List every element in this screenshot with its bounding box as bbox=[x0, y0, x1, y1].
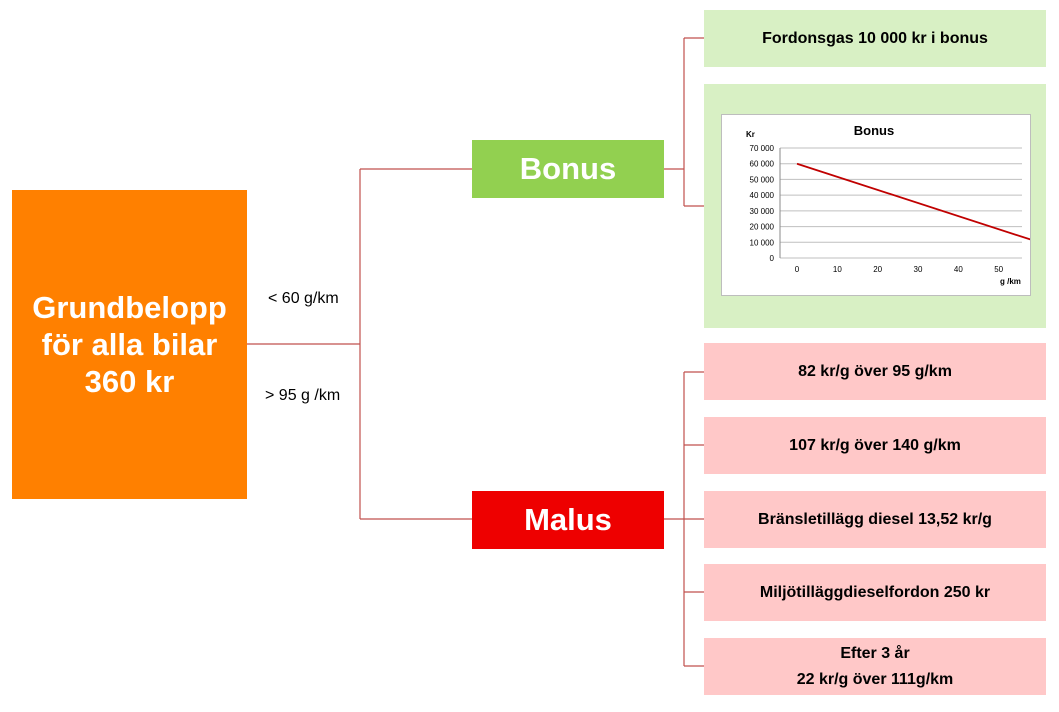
condition-malus: > 95 g /km bbox=[265, 387, 341, 404]
x-tick-label-5: 50 bbox=[994, 265, 1003, 274]
root-box: Grundbelopp för alla bilar 360 kr bbox=[12, 190, 247, 499]
x-tick-label-1: 10 bbox=[833, 265, 842, 274]
y-tick-label-7: 70 000 bbox=[750, 144, 775, 153]
y-tick-label-1: 10 000 bbox=[750, 238, 775, 247]
y-tick-label-3: 30 000 bbox=[750, 207, 775, 216]
chart-title: Bonus bbox=[854, 123, 894, 138]
y-tick-label-5: 50 000 bbox=[750, 175, 775, 184]
malus-item-107: 107 kr/g över 140 g/km bbox=[704, 417, 1046, 474]
malus-item-miljo: Miljötilläggdieselfordon 250 kr bbox=[704, 564, 1046, 621]
y-tick-label-2: 20 000 bbox=[750, 223, 775, 232]
bonus-box: Bonus bbox=[472, 140, 664, 198]
x-tick-label-4: 40 bbox=[954, 265, 963, 274]
y-tick-label-4: 40 000 bbox=[750, 191, 775, 200]
x-tick-label-3: 30 bbox=[914, 265, 923, 274]
bonus-line-series-0 bbox=[796, 162, 1040, 244]
malus-item-82: 82 kr/g över 95 g/km bbox=[704, 343, 1046, 400]
x-tick-label-0: 0 bbox=[795, 265, 800, 274]
bonus-chart-svg: 0 10 000 20 000 30 000 40 000 50 000 60 000 70 … bbox=[746, 123, 1044, 286]
chart-ylabel: Kr bbox=[746, 130, 755, 139]
x-tick-label-2: 20 bbox=[873, 265, 882, 274]
root-line-1: Grundbelopp bbox=[32, 290, 227, 325]
root-line-2: för alla bilar bbox=[41, 327, 218, 362]
chart-xlabel: g /km bbox=[1000, 277, 1021, 286]
bonus-item-fordonsgas: Fordonsgas 10 000 kr i bonus bbox=[704, 10, 1046, 67]
y-tick-label-0: 0 bbox=[770, 254, 775, 263]
malus-item-efter-3-ar: Efter 3 år 22 kr/g över 111g/km bbox=[704, 638, 1046, 695]
malus-last-line-2: 22 kr/g över 111g/km bbox=[796, 670, 954, 688]
root-line-3: 360 kr bbox=[84, 364, 175, 399]
malus-box: Malus bbox=[472, 491, 664, 549]
malus-item-bransle: Bränsletillägg diesel 13,52 kr/g bbox=[704, 491, 1046, 548]
condition-bonus: < 60 g/km bbox=[268, 290, 339, 307]
bonus-chart: 0 10 000 20 000 30 000 40 000 50 000 60 000 70 … bbox=[721, 114, 1044, 296]
malus-last-line-1: Efter 3 år bbox=[840, 644, 910, 662]
y-tick-label-6: 60 000 bbox=[750, 160, 775, 169]
